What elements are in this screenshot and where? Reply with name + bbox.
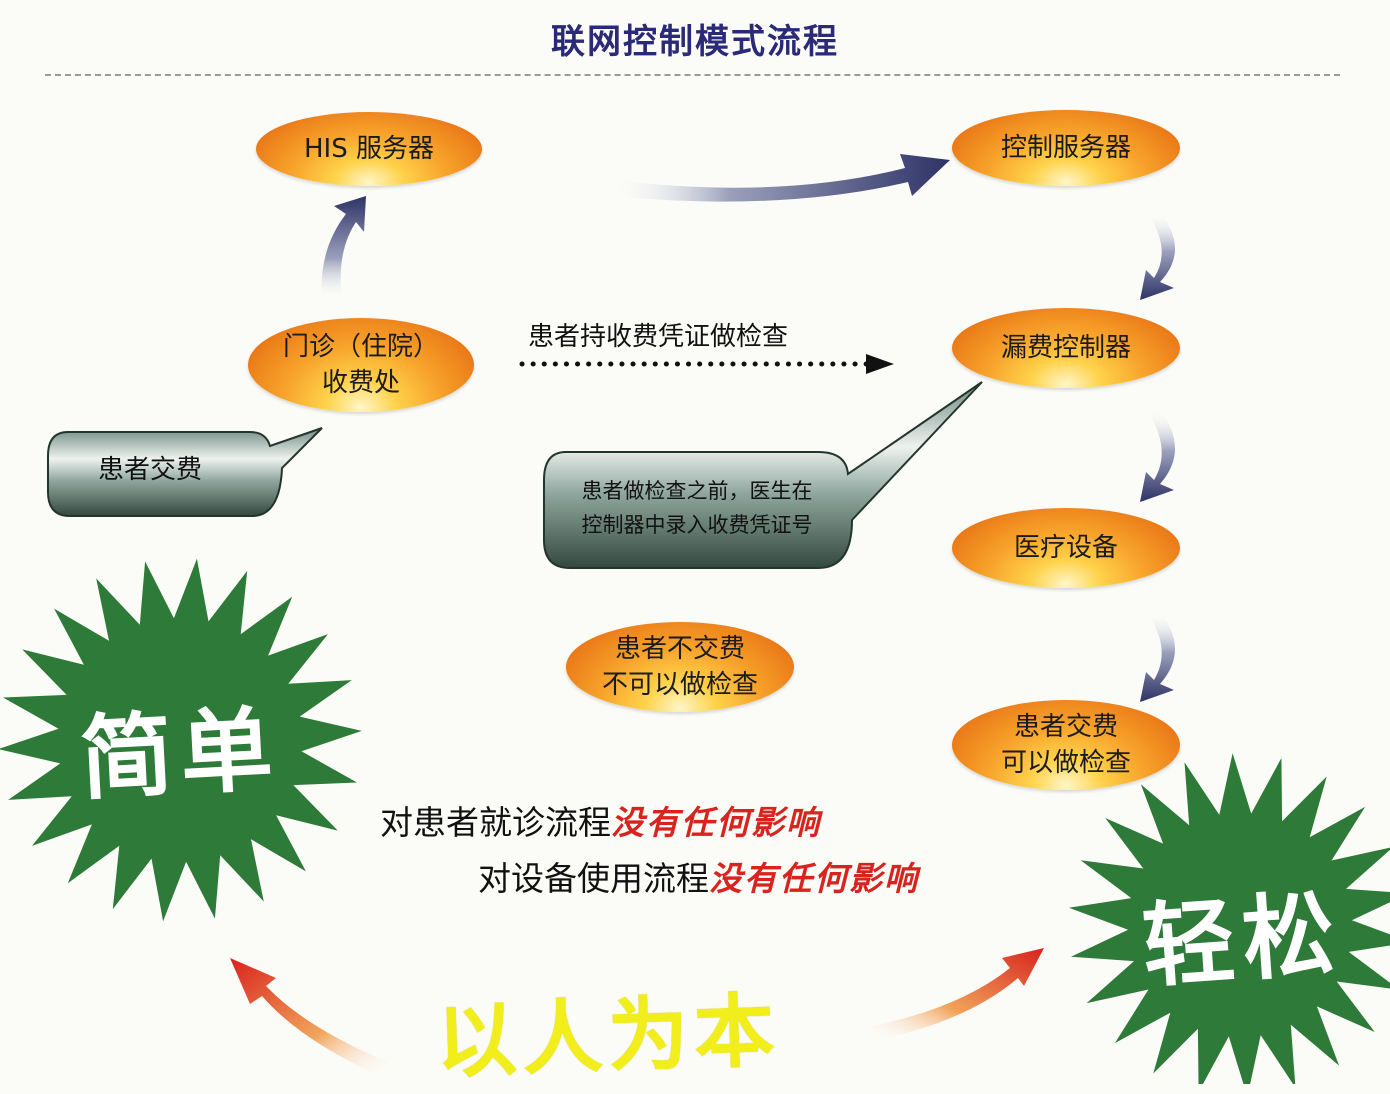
statement-patient-highlight: 没有任何影响 — [611, 803, 821, 842]
node-clinic-line1: 门诊（住院） — [282, 332, 439, 362]
arrow-control-to-leak — [1140, 212, 1175, 300]
red-arrow-left — [230, 958, 388, 1076]
node-no-pay: 患者不交费 不可以做检查 — [566, 622, 794, 712]
statement-device-highlight: 没有任何影响 — [709, 859, 919, 898]
node-medical-device-label: 医疗设备 — [1013, 533, 1118, 563]
callout-patient-pays-shape — [47, 427, 323, 517]
node-control-server: 控制服务器 — [952, 110, 1180, 186]
callout-doctor-shape — [543, 381, 983, 569]
star-badge-right — [1068, 753, 1390, 1084]
badge-left-label: 简单 — [77, 694, 284, 814]
dotted-arrow — [519, 354, 894, 374]
title-divider — [45, 74, 1340, 76]
motto-text: 以人为本 — [434, 983, 782, 1089]
statement-device-flow: 对设备使用流程没有任何影响 — [478, 852, 919, 900]
node-paid-line2: 可以做检查 — [1000, 748, 1131, 778]
statement-patient-flow: 对患者就诊流程没有任何影响 — [380, 796, 821, 844]
callout-doctor-text: 患者做检查之前，医生在 控制器中录入收费凭证号 — [552, 474, 842, 542]
callout-patient-pays-text: 患者交费 — [97, 455, 202, 485]
arrow-leak-to-device — [1140, 410, 1175, 502]
node-his-server: HIS 服务器 — [256, 112, 482, 186]
node-medical-device: 医疗设备 — [952, 508, 1180, 588]
arrow-device-to-paid — [1140, 612, 1175, 702]
arrow-his-to-control — [610, 154, 950, 202]
badge-right-label: 轻松 — [1138, 879, 1347, 1001]
red-arrow-right — [872, 948, 1044, 1040]
node-clinic-line2: 收费处 — [321, 368, 400, 398]
arrow-clinic-to-his — [321, 196, 366, 300]
callout-doctor-line1: 患者做检查之前，医生在 — [581, 479, 813, 503]
node-no-pay-line1: 患者不交费 — [614, 634, 745, 664]
node-paid: 患者交费 可以做检查 — [952, 700, 1180, 790]
node-paid-line1: 患者交费 — [1013, 712, 1118, 742]
node-leak-controller: 漏费控制器 — [952, 308, 1180, 388]
node-control-server-label: 控制服务器 — [1000, 133, 1131, 163]
callout-doctor-line2: 控制器中录入收费凭证号 — [581, 513, 813, 537]
node-leak-controller-label: 漏费控制器 — [1000, 333, 1131, 363]
node-clinic-cashier: 门诊（住院） 收费处 — [248, 318, 474, 412]
page-title: 联网控制模式流程 — [551, 22, 839, 62]
statement-device-prefix: 对设备使用流程 — [478, 859, 709, 898]
node-his-server-label: HIS 服务器 — [304, 134, 434, 164]
node-no-pay-line2: 不可以做检查 — [601, 670, 758, 700]
statement-patient-prefix: 对患者就诊流程 — [380, 803, 611, 842]
dotted-arrow-label: 患者持收费凭证做检查 — [528, 322, 789, 352]
star-badge-left — [0, 558, 362, 922]
